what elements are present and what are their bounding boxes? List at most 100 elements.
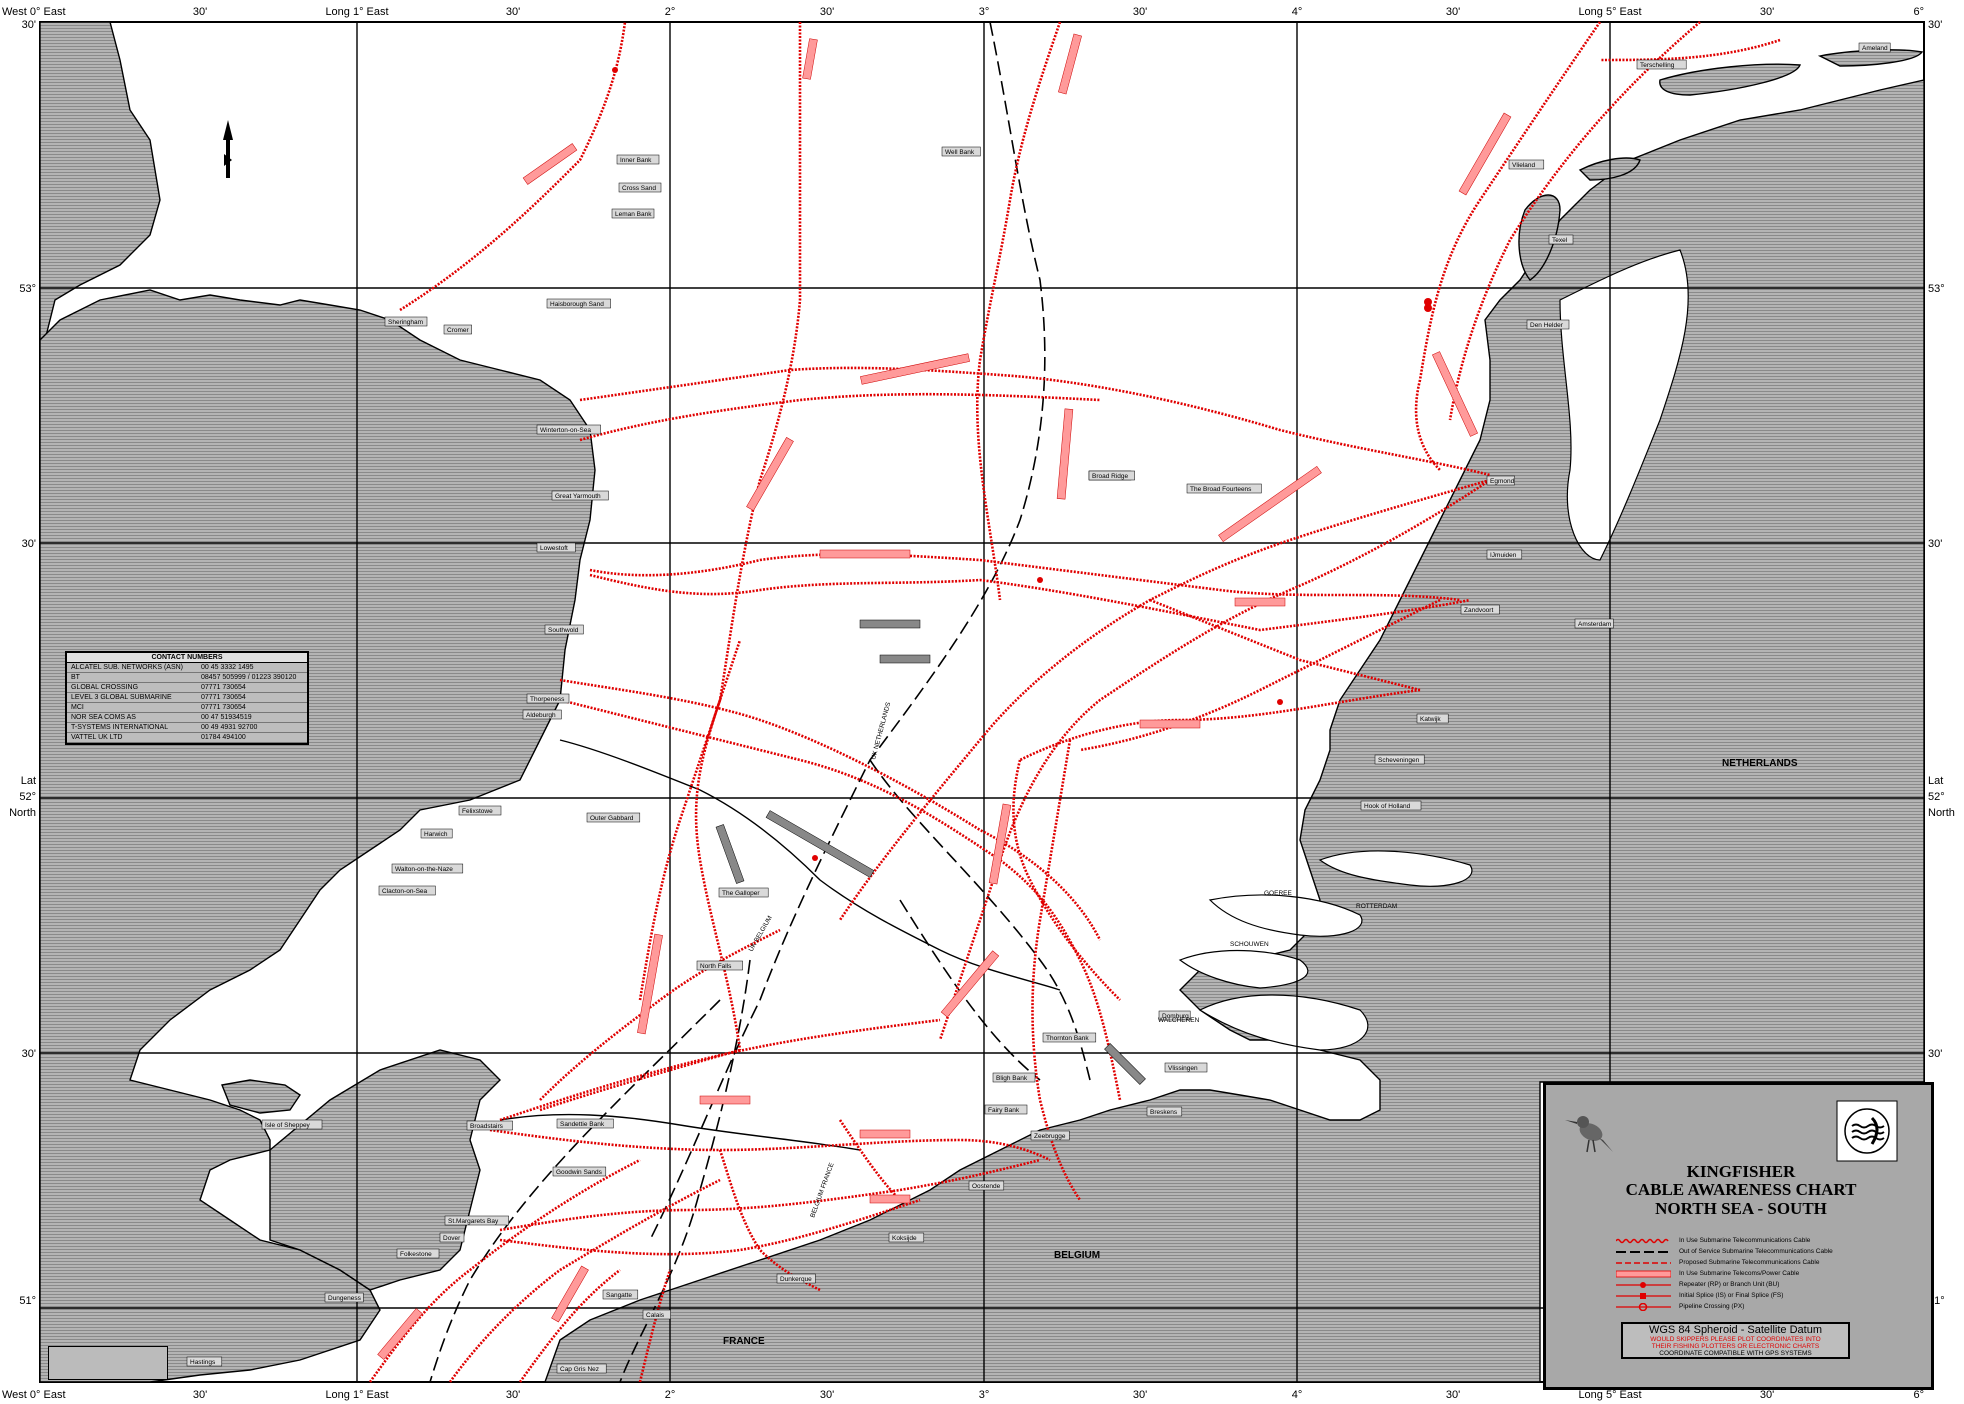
title-line-1: KINGFISHER (1686, 1162, 1796, 1181)
place-label-box (1374, 754, 1425, 765)
place-label: Clacton-on-Sea (382, 888, 428, 895)
splice-symbol (1616, 1292, 1671, 1299)
left-tick-label: 52° (19, 791, 36, 803)
contact-company: T-SYSTEMS INTERNATIONAL (71, 724, 169, 731)
legend-label: In Use Submarine Telecoms/Power Cable (1679, 1270, 1800, 1277)
top-tick-label: 30' (1446, 6, 1460, 18)
country-label: ROTTERDAM (1356, 903, 1397, 910)
place-label: Hastings (190, 1359, 216, 1366)
right-tick-label: Lat (1928, 775, 1943, 787)
place-label-box (1186, 483, 1262, 494)
top-tick-label: 30' (1760, 6, 1774, 18)
chart-title: KINGFISHER CABLE AWARENESS CHART NORTH S… (1586, 1163, 1896, 1219)
place-label-box (552, 1166, 607, 1177)
contact-phone: 08457 505999 / 01223 390120 (201, 674, 297, 681)
legend-item: Pipeline Crossing (PX) (1616, 1301, 1916, 1312)
place-label: Dover (443, 1235, 461, 1242)
right-tick-label: 53° (1928, 283, 1945, 295)
left-tick-label: 51° (19, 1295, 36, 1307)
contact-phone: 00 49 4931 92700 (201, 724, 258, 731)
texel-land (1518, 194, 1561, 281)
place-label: Great Yarmouth (555, 493, 601, 500)
place-label-box (611, 208, 655, 219)
place-label-box (586, 812, 641, 823)
place-label-box (261, 1119, 323, 1130)
title-line-3: NORTH SEA - SOUTH (1655, 1199, 1827, 1218)
top-tick-label: 30' (820, 6, 834, 18)
gps-compat-text: COORDINATE COMPATIBLE WITH GPS SYSTEMS (1659, 1350, 1812, 1357)
repeater-symbol (1616, 1281, 1671, 1288)
place-label-box (642, 1309, 671, 1320)
place-label-box (1164, 1062, 1208, 1073)
left-tick-label: North (9, 807, 36, 819)
warning-line-1: WOULD SKIPPERS PLEASE PLOT COORDINATES I… (1650, 1336, 1821, 1343)
place-label: Vlieland (1512, 162, 1536, 169)
place-label: Breskens (1150, 1109, 1178, 1116)
place-label-box (384, 316, 428, 327)
place-label-box (378, 885, 436, 896)
top-tick-label: 30' (193, 6, 207, 18)
place-label: Scheveningen (1378, 757, 1420, 764)
place-label: Winterton-on-Sea (540, 427, 591, 434)
place-label: IJmuiden (1490, 552, 1517, 559)
country-label: BELGIUM (1054, 1250, 1100, 1261)
place-label-box (458, 805, 502, 816)
place-label-box (1548, 234, 1574, 245)
place-label-box (551, 490, 609, 501)
place-label: Zeebrugge (1034, 1133, 1066, 1140)
place-label: The Broad Fourteens (1190, 486, 1252, 493)
bottom-tick-label: 30' (193, 1389, 207, 1401)
terschelling-land (1659, 63, 1801, 96)
contacts-header: CONTACT NUMBERS (67, 653, 307, 663)
top-tick-label: 30' (1133, 6, 1147, 18)
place-label: Vlissingen (1168, 1065, 1198, 1072)
place-label: Broad Ridge (1092, 473, 1129, 480)
place-label: Felixstowe (462, 808, 493, 815)
legend-items: In Use Submarine Telecommunications Cabl… (1616, 1235, 1916, 1312)
place-label: Goodwin Sands (556, 1169, 603, 1176)
contact-row: T-SYSTEMS INTERNATIONAL 00 49 4931 92700 (67, 723, 307, 733)
bottom-tick-label: West 0° East (2, 1389, 66, 1401)
kingfisher-logo-icon (1836, 1100, 1898, 1162)
contact-phone: 07771 730654 (201, 704, 246, 711)
bottom-tick-label: 4° (1292, 1389, 1303, 1401)
bottom-tick-label: 30' (820, 1389, 834, 1401)
place-label-box (602, 1289, 639, 1300)
place-label: Texel (1552, 237, 1568, 244)
place-label: Amsterdam (1578, 621, 1611, 628)
contact-numbers-table: CONTACT NUMBERS ALCATEL SUB. NETWORKS (A… (65, 651, 309, 745)
place-label: Inner Bank (620, 157, 652, 164)
place-label: Outer Gabbard (590, 815, 634, 822)
place-label: Calais (646, 1312, 665, 1319)
legend-item: Proposed Submarine Telecommunications Ca… (1616, 1257, 1916, 1268)
place-label-box (1574, 618, 1614, 629)
left-tick-label: 30' (22, 19, 36, 31)
legend-label: In Use Submarine Telecommunications Cabl… (1679, 1237, 1811, 1244)
place-label: Katwijk (1420, 716, 1441, 723)
right-tick-label: 30' (1928, 19, 1942, 31)
place-label: North Falls (700, 963, 732, 970)
bottom-tick-label: 30' (1446, 1389, 1460, 1401)
right-tick-label: North (1928, 807, 1955, 819)
place-label-box (618, 182, 662, 193)
in-use-cables (368, 21, 1781, 1383)
place-label: Leman Bank (615, 211, 652, 218)
place-label-box (1030, 1130, 1070, 1141)
place-label: Well Bank (945, 149, 975, 156)
place-label-box (888, 1232, 925, 1243)
place-label: Aldeburgh (526, 712, 556, 719)
place-label-box (391, 863, 464, 874)
place-label-box (1416, 713, 1449, 724)
place-label: Folkestone (400, 1251, 432, 1258)
place-label: The Galloper (722, 890, 760, 897)
contact-phone: 00 45 3332 1495 (201, 664, 254, 671)
place-label: Harwich (424, 831, 448, 838)
datum-text: WGS 84 Spheroid - Satellite Datum (1648, 1324, 1823, 1336)
top-tick-label: 3° (979, 6, 990, 18)
place-label: Cross Sand (622, 185, 656, 192)
